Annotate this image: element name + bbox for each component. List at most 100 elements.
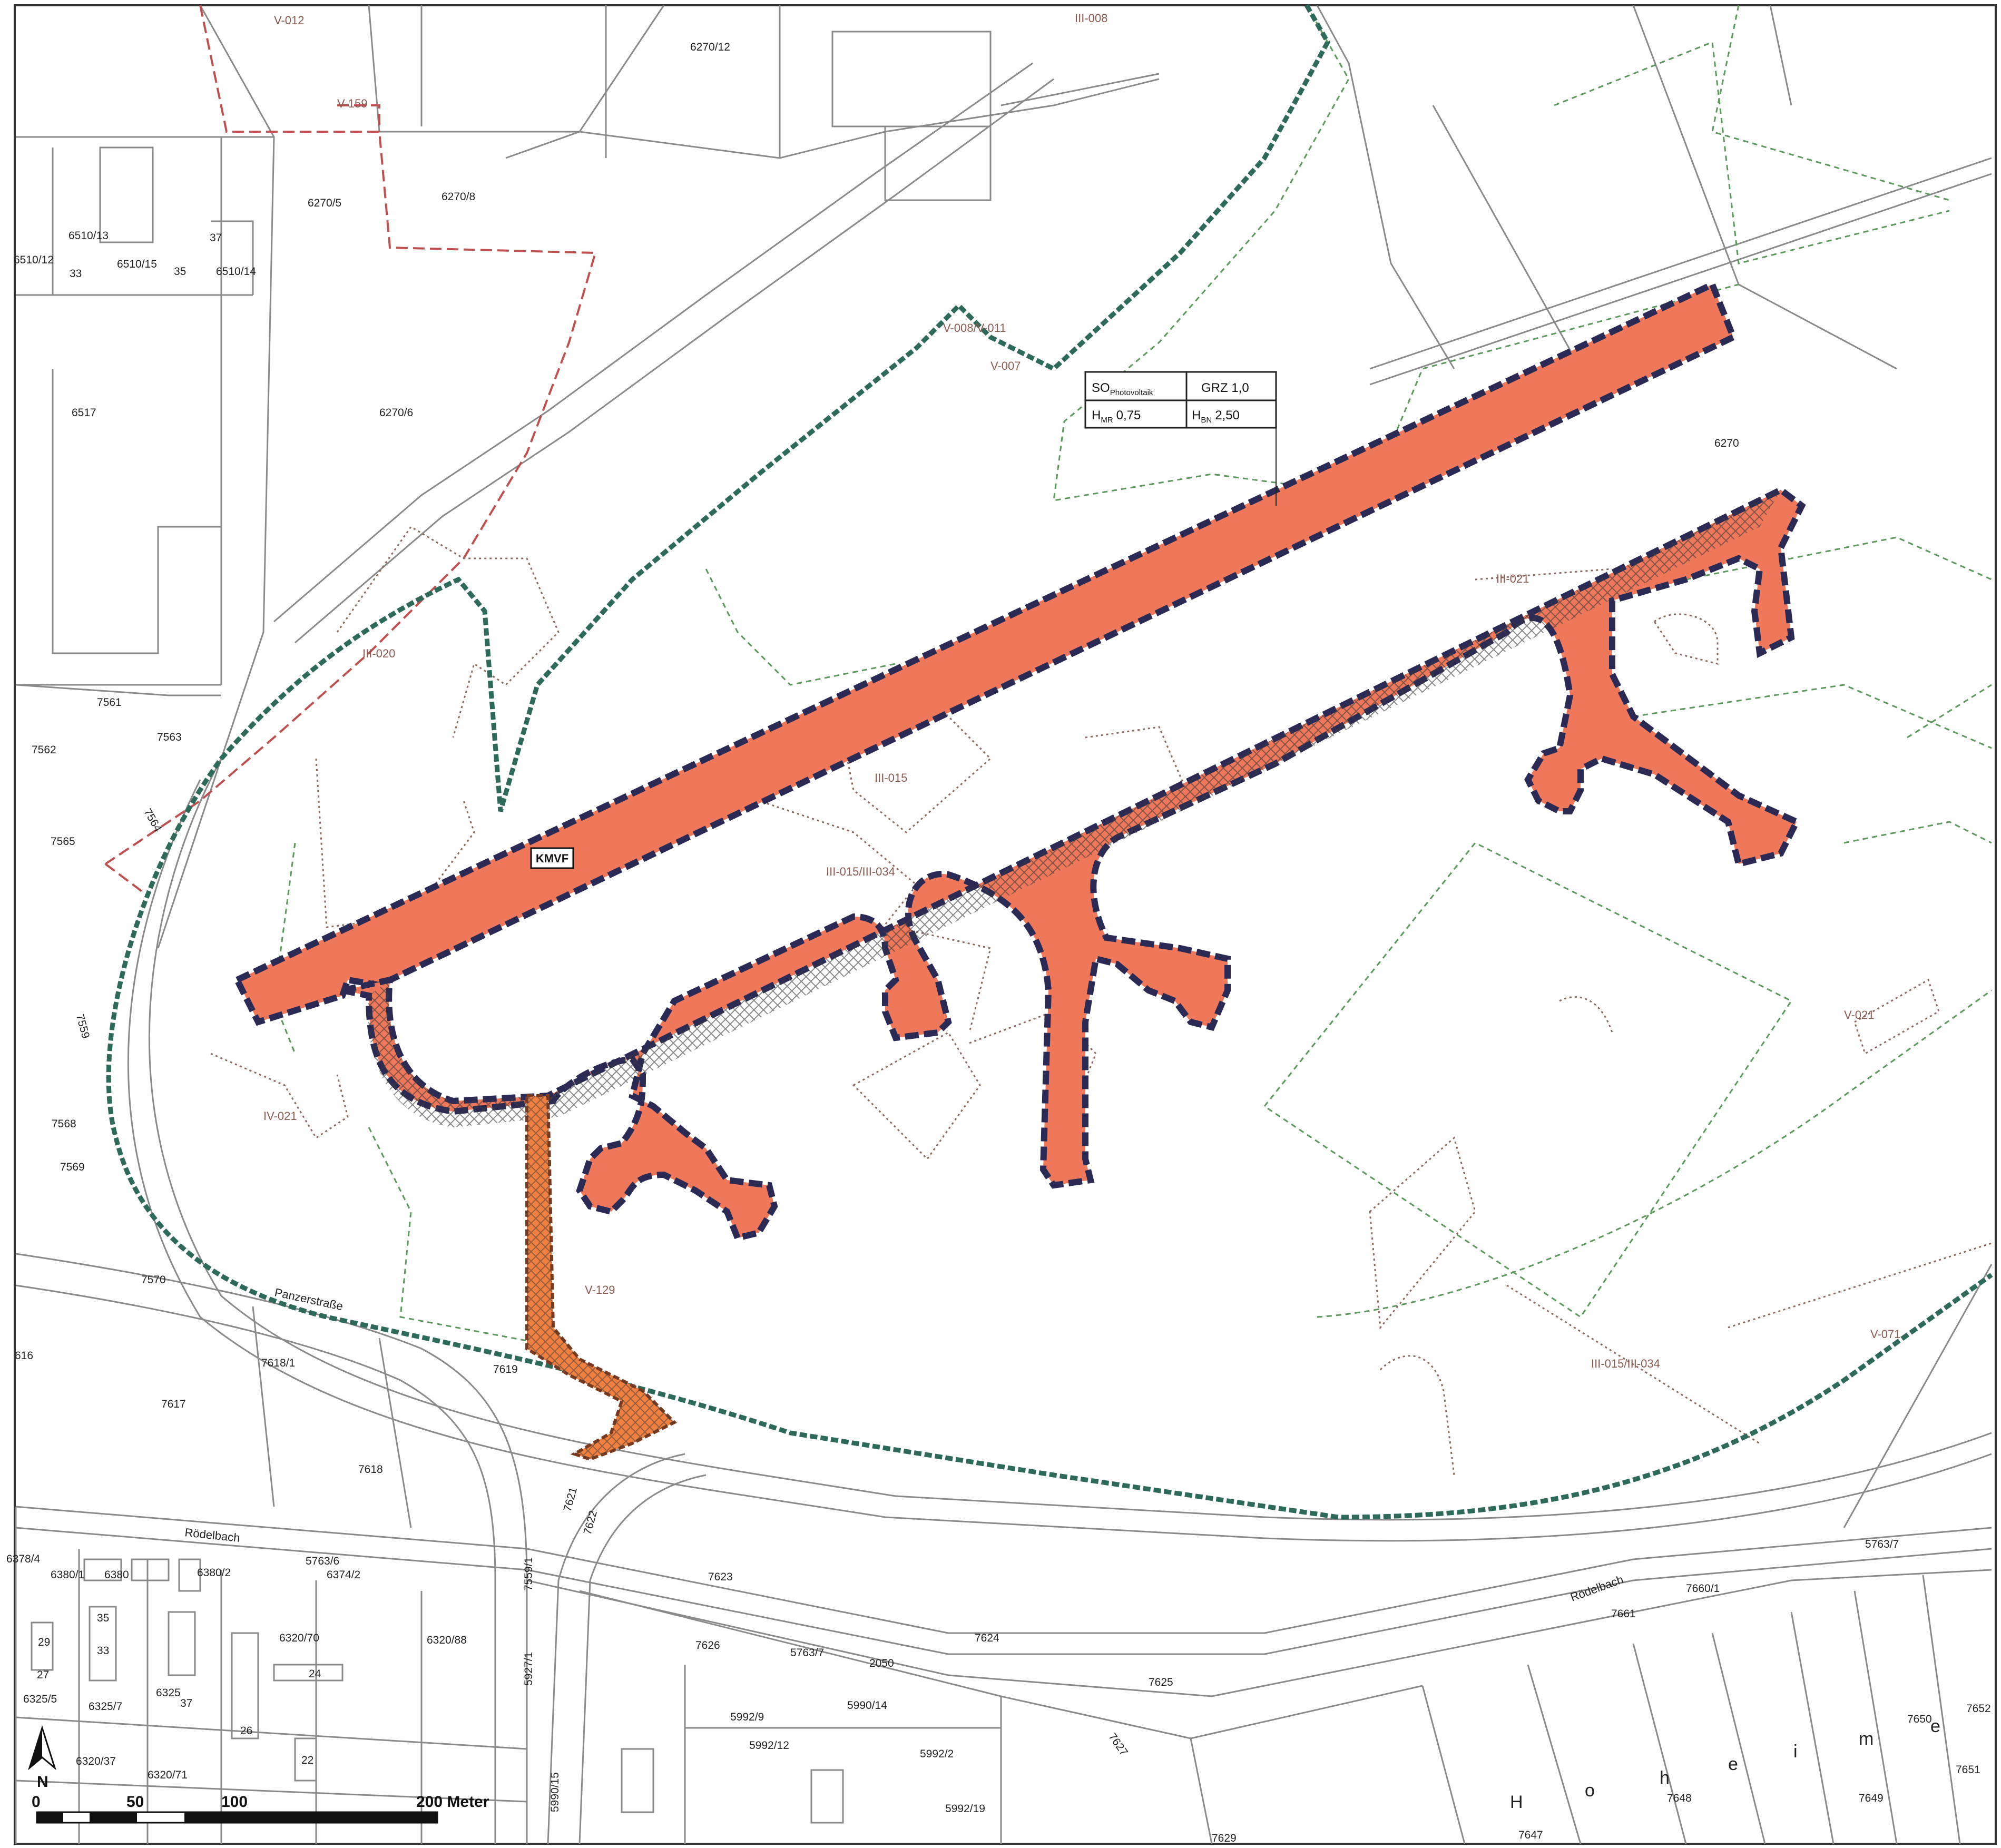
zone-labels: V-012 V-159 III-008 V-008/V-011 V-007 II…	[263, 12, 1901, 1370]
kmvf-box	[530, 847, 574, 869]
parcel-label: 7618/1	[261, 1357, 295, 1369]
zone-label: V-021	[1844, 1008, 1875, 1021]
parcel-label: 7626	[695, 1639, 720, 1652]
parcel-label: 7562	[32, 744, 56, 756]
parcel-label: 7661	[1611, 1608, 1636, 1620]
parcel-label: 7623	[708, 1571, 733, 1583]
scale-label: 0	[32, 1793, 41, 1811]
solar-strip-upper	[232, 280, 1738, 1026]
kmvf-label: KMVF	[536, 852, 568, 865]
parcel-label: 6270	[1714, 437, 1739, 449]
parcel-label: 6325/7	[89, 1700, 122, 1713]
street-label-hoheimer: o	[1585, 1781, 1595, 1801]
parcel-label: 6380/2	[197, 1567, 231, 1579]
parcel-label: 7648	[1667, 1792, 1692, 1804]
zone-so-label: SOPhotovoltaik	[1092, 381, 1153, 397]
street-label-hoheimer: m	[1859, 1729, 1874, 1749]
parcel-label: 6510/15	[117, 258, 157, 270]
north-label: N	[37, 1773, 48, 1791]
street-label-hoheimer: H	[1510, 1792, 1523, 1812]
parcel-label: 7565	[51, 835, 75, 848]
parcel-label: 5992/2	[920, 1748, 954, 1760]
zone-label: III-015/III-034	[826, 865, 895, 878]
parcel-label: 37	[210, 232, 222, 244]
parcel-label: 616	[15, 1350, 33, 1362]
parcel-label: 7649	[1859, 1792, 1884, 1804]
parcel-label: 6270/5	[308, 197, 341, 209]
zone-label: V-012	[274, 14, 305, 27]
parcel-label: 6320/70	[279, 1632, 319, 1644]
parcel-label: 5992/12	[749, 1739, 789, 1752]
parcel-label: 5763/6	[306, 1555, 339, 1567]
parcel-label: 6270/12	[690, 41, 730, 53]
parcel-label: 24	[309, 1668, 321, 1680]
street-label-hoheimer: h	[1660, 1768, 1670, 1788]
parcel-label: 22	[301, 1754, 313, 1766]
parcel-label: 7559/1	[523, 1557, 535, 1591]
zone-label: IV-021	[263, 1109, 297, 1123]
red-dashed-boundary	[104, 5, 597, 897]
parcel-label: 6510/14	[216, 266, 256, 278]
scale-label: 50	[126, 1793, 144, 1811]
street-label-hoheimer: i	[1793, 1742, 1798, 1762]
street-label-hoheimer: e	[1728, 1754, 1738, 1774]
parcel-label: 5990/15	[549, 1772, 561, 1812]
parcel-label: 7625	[1149, 1676, 1173, 1688]
zone-label: V-159	[337, 97, 368, 110]
solar-field: KMVF	[232, 280, 1806, 1461]
parcel-label: 6380	[104, 1569, 129, 1581]
parcel-label: 27	[37, 1669, 49, 1681]
scale-label: 100	[221, 1793, 248, 1811]
parcel-label: 6320/88	[427, 1634, 467, 1646]
parcel-label: 29	[38, 1636, 50, 1648]
parcel-label: 6374/2	[327, 1569, 360, 1581]
parcel-label: 37	[180, 1697, 192, 1709]
parcel-label: 6510/13	[68, 230, 109, 242]
parcel-label: 7652	[1966, 1703, 1991, 1715]
parcel-label: 7624	[975, 1632, 999, 1644]
brown-hatched-boundaries	[210, 525, 1992, 1476]
parcel-label: 6378/4	[6, 1553, 41, 1565]
parcel-label: 7650	[1907, 1713, 1932, 1725]
parcel-label: 7619	[493, 1363, 518, 1375]
parcel-label: 7570	[141, 1274, 166, 1286]
parcel-label: 6325	[156, 1687, 181, 1699]
parcel-label: 6517	[72, 407, 96, 419]
parcel-label: 35	[174, 266, 186, 278]
parcel-label: 5927/1	[523, 1652, 535, 1686]
parcel-label: 6270/8	[442, 191, 475, 203]
north-arrow: N	[28, 1725, 56, 1791]
parcel-label: 6325/5	[23, 1693, 57, 1705]
zone-label: V-129	[585, 1283, 615, 1296]
parcel-label: 5992/9	[730, 1711, 764, 1723]
street-label-hoheimer: e	[1930, 1716, 1940, 1736]
parcel-label: 6320/37	[76, 1755, 116, 1767]
parcel-label: 7569	[60, 1161, 85, 1173]
parcel-label: 5992/19	[945, 1803, 985, 1815]
parcel-label: 5763/7	[1865, 1538, 1899, 1550]
parcel-label: 33	[70, 268, 82, 280]
zone-label: V-008/V-011	[943, 321, 1006, 335]
parcel-label: 7568	[52, 1118, 76, 1130]
parcel-label: 6510/12	[14, 254, 54, 266]
zone-label: III-020	[362, 647, 395, 660]
parcel-label: 7651	[1956, 1764, 1980, 1776]
zone-label: III-015/III-034	[1591, 1357, 1660, 1370]
scale-bar: 0 50 100 200 Meter	[32, 1793, 489, 1824]
parcel-label: 7618	[358, 1463, 383, 1476]
zone-grz-label: GRZ 1,0	[1201, 381, 1249, 395]
parcel-label: 7660/1	[1686, 1582, 1720, 1595]
zone-label: III-008	[1075, 12, 1107, 25]
zone-label: III-021	[1496, 572, 1529, 585]
parcel-label: 6270/6	[379, 407, 413, 419]
scale-label: 200 Meter	[416, 1793, 489, 1811]
project-boundary	[106, 4, 1993, 1520]
parcel-label: 7629	[1212, 1832, 1237, 1844]
parcel-label: 7647	[1518, 1829, 1543, 1841]
zone-label: V-071	[1870, 1328, 1901, 1341]
map-frame	[14, 4, 1997, 1845]
